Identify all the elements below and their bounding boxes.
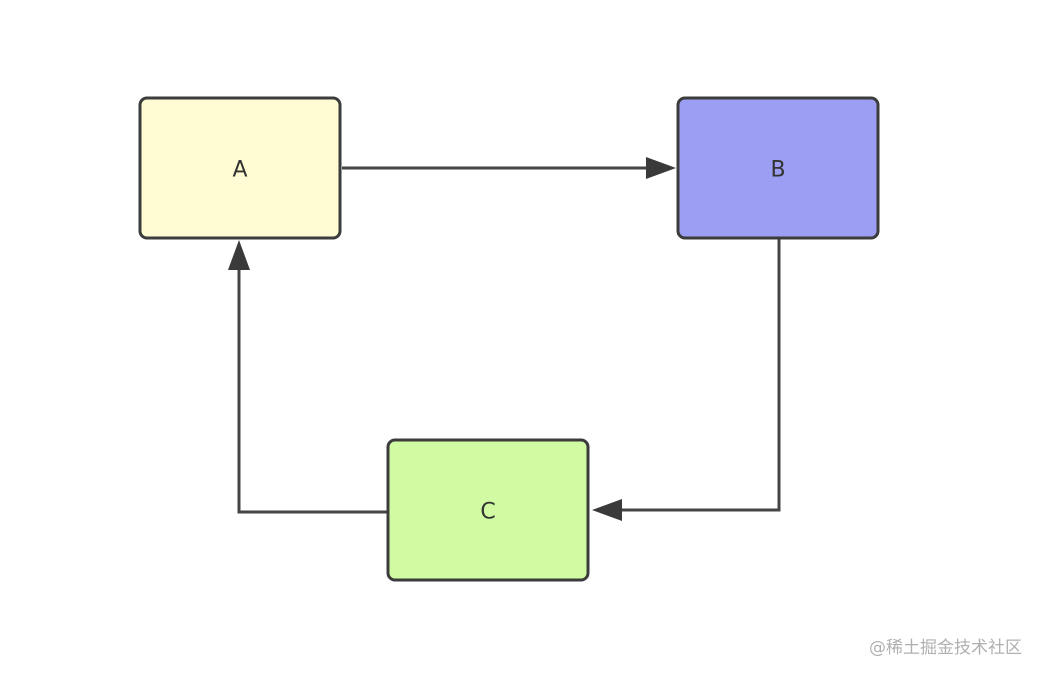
arrow-head-a (228, 240, 250, 270)
node-b-label: B (770, 158, 785, 183)
node-b-box (676, 96, 880, 240)
node-a-box (138, 96, 342, 240)
node-c-box (386, 438, 590, 582)
node-c-label: C (480, 500, 495, 525)
watermark-text: @稀土掘金技术社区 (869, 638, 1022, 658)
arrow-head-b (646, 157, 676, 179)
node-a: A (138, 96, 342, 240)
arrow-head-c (592, 499, 622, 521)
node-c: C (386, 438, 590, 582)
node-a-label: A (232, 158, 247, 183)
node-b: B (676, 96, 880, 240)
edge-b-to-c (592, 238, 781, 521)
edge-a-to-b (342, 157, 676, 179)
edge-c-to-a (228, 240, 387, 514)
